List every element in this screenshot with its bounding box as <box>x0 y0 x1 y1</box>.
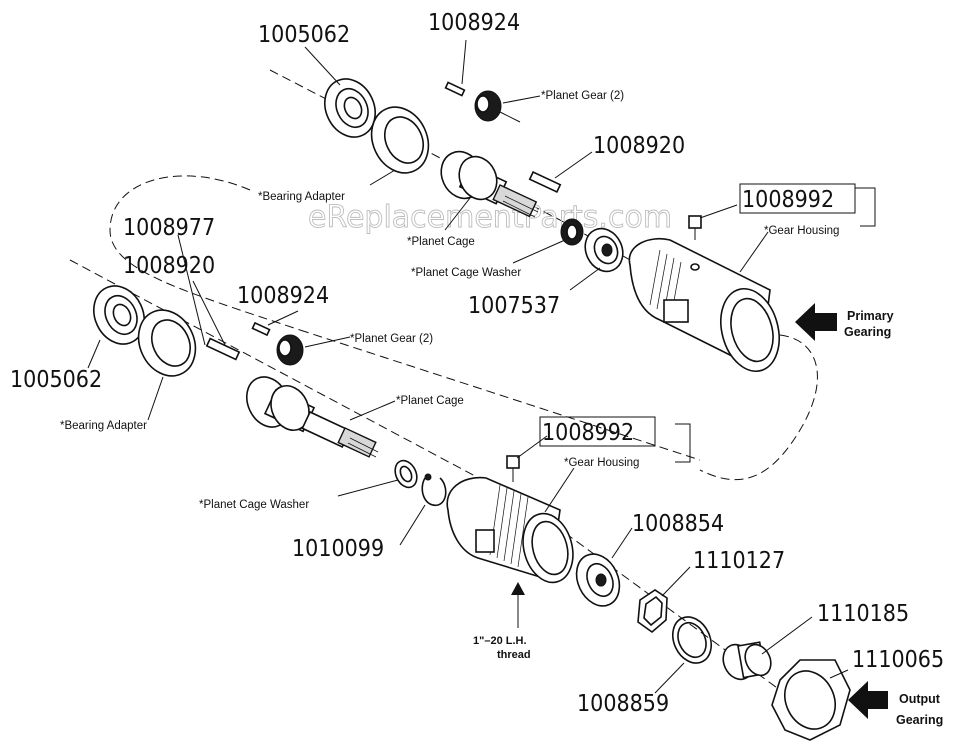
part-number-1110127: 1110127 <box>693 548 785 574</box>
primary-gearing-label-line1: Primary <box>847 309 894 323</box>
leader-lines <box>87 39 876 694</box>
planet-gear-mid <box>276 334 304 366</box>
label-bearing-adapter-mid: *Bearing Adapter <box>60 420 147 432</box>
label-gear-housing-mid: *Gear Housing <box>564 457 639 469</box>
bearing-1007537 <box>584 227 624 273</box>
gear-housing-mid <box>446 476 574 584</box>
label-planet-cage-mid: *Planet Cage <box>396 395 464 407</box>
planet-cage-top <box>440 150 539 218</box>
bearing-1008854 <box>575 553 621 607</box>
part-number-1005062-top: 1005062 <box>258 22 350 48</box>
part-number-1008992-mid-box <box>539 416 656 447</box>
thread-arrow <box>511 582 525 628</box>
planet-gear-pin-mid <box>251 321 271 337</box>
output-gearing-arrow <box>848 681 888 719</box>
set-screw-mid <box>506 455 520 482</box>
part-number-1008992-top: 1008992 <box>742 187 834 213</box>
bearing-adapter-mid <box>137 309 197 377</box>
bearing-adapter-top <box>370 106 430 174</box>
output-gearing-label-line1: Output <box>899 692 941 706</box>
label-bearing-adapter-top: *Bearing Adapter <box>258 191 345 203</box>
gear-housing-top <box>628 238 780 373</box>
primary-gearing-label-line2: Gearing <box>844 325 891 339</box>
part-number-1008977: 1008977 <box>123 215 215 241</box>
watermark: eReplacementParts.com <box>308 200 672 235</box>
label-planet-cage-top: *Planet Cage <box>407 236 475 248</box>
part-number-1007537: 1007537 <box>468 293 560 319</box>
planet-cage-washer-top <box>560 218 584 246</box>
thread-note-line2: thread <box>497 649 531 661</box>
part-number-1008992-mid: 1008992 <box>542 420 634 446</box>
part-number-1008920-top: 1008920 <box>593 133 685 159</box>
part-number-1008992-top-box <box>739 183 856 214</box>
primary-gearing-arrow <box>795 303 837 341</box>
part-number-1110065: 1110065 <box>852 647 944 673</box>
label-planet-gear-mid: *Planet Gear (2) <box>350 333 433 345</box>
part-number-1008859: 1008859 <box>577 691 669 717</box>
spring-washer-1110127 <box>637 589 668 634</box>
planet-cage-washer-mid <box>394 459 418 489</box>
planet-cage-mid <box>246 376 379 458</box>
bushing-1110185 <box>722 641 772 681</box>
set-screw-top <box>688 215 702 240</box>
part-number-1010099: 1010099 <box>292 536 384 562</box>
retaining-ring-1010099 <box>421 473 447 506</box>
retaining-ring-1008859 <box>671 616 713 664</box>
planet-gear-pin-top <box>444 81 466 97</box>
part-number-1008854: 1008854 <box>632 511 724 537</box>
pin-1008920-top <box>528 170 562 194</box>
part-number-1008920-mid: 1008920 <box>123 253 215 279</box>
part-number-1005062-mid: 1005062 <box>10 367 102 393</box>
planet-gear-top <box>474 90 521 123</box>
bearing-1005062-mid <box>93 285 145 345</box>
label-planet-cage-washer-mid: *Planet Cage Washer <box>199 499 309 511</box>
output-gearing-label-line2: Gearing <box>896 713 943 727</box>
part-number-1110185: 1110185 <box>817 601 909 627</box>
part-number-1008924-top: 1008924 <box>428 10 520 36</box>
thread-note-line1: 1"–20 L.H. <box>473 635 527 647</box>
label-planet-cage-washer-top: *Planet Cage Washer <box>411 267 521 279</box>
bearing-1005062-top <box>324 78 376 138</box>
nut-1110065 <box>771 659 851 741</box>
pin-1008920-mid <box>205 337 241 361</box>
part-number-1008924-mid: 1008924 <box>237 283 329 309</box>
label-gear-housing-top: *Gear Housing <box>764 225 839 237</box>
label-planet-gear-top: *Planet Gear (2) <box>541 90 624 102</box>
